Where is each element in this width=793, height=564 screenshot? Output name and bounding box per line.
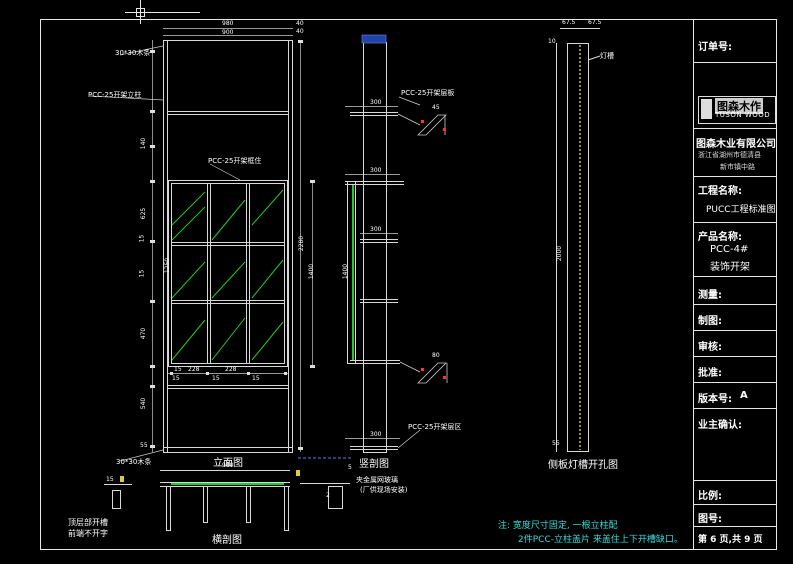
label-view-section: 竖剖图 — [359, 459, 389, 470]
page-info: 第 6 页,共 9 页 — [698, 535, 763, 545]
dim-p2: 45 — [432, 104, 440, 111]
dim-plan-w: 980 — [222, 462, 234, 469]
dim-w2: 900 — [222, 29, 234, 36]
note-line-1: 注: 宽度尺寸固定, 一根立柱配 — [498, 521, 618, 531]
dim-p4: 5 — [348, 464, 352, 471]
dim-h6: 15 — [174, 366, 182, 373]
dim-d4: 300 — [370, 431, 382, 438]
front-elevation — [163, 40, 293, 453]
draw-label: 制图: — [698, 316, 722, 327]
version-value: A — [740, 390, 748, 401]
order-no-label: 订单号: — [698, 42, 732, 53]
side-panel — [556, 28, 601, 452]
product-code: PCC-4# — [710, 244, 749, 255]
label-pcc-shelf: PCC-25开架层板 — [401, 89, 455, 97]
dim-d1: 300 — [370, 99, 382, 106]
dim-v5: 1250 — [164, 257, 172, 274]
label-view-front: 立面图 — [213, 458, 243, 469]
project-name: PUCC工程标准图 — [706, 205, 776, 215]
label-glass-note-2: (厂供现场安装) — [360, 486, 408, 494]
dim-s2: 67.5 — [588, 19, 602, 26]
note-line-2: 2件PCC-立柱盖片 来盖住上下开槽缺口。 — [518, 535, 683, 545]
measure-label: 测量: — [698, 290, 722, 301]
label-pcc-post: PCC-25开架立柱 — [88, 91, 142, 99]
dim-v1: 140 — [140, 137, 148, 150]
dim-d3: 300 — [370, 226, 382, 233]
section-red-marks — [421, 120, 446, 379]
company-address-1: 浙江省湖州市德清县 — [698, 151, 761, 159]
plan-view — [104, 470, 350, 531]
label-pcc-frame: PCC-25开架框住 — [208, 157, 262, 165]
dim-top-h: 40 — [296, 28, 304, 35]
sheet-frame — [40, 19, 777, 550]
crosshair-mark — [125, 0, 200, 24]
dim-v2: 470 — [140, 327, 148, 340]
dim-side-40: 40 — [296, 20, 304, 27]
dim-v6: 540 — [140, 397, 148, 410]
company-logo: 图森木作 TUSON WOOD — [698, 96, 776, 124]
dim-h1: 228 — [188, 366, 200, 373]
label-bottom-note-2: 前端不开字 — [68, 529, 108, 538]
dim-s3: 10 — [548, 38, 556, 45]
dim-v3: 625 — [140, 207, 148, 220]
plan-yellow-marks — [120, 470, 300, 482]
company-name: 图森木业有限公司 — [696, 139, 776, 150]
drawing-no-label: 图号: — [698, 514, 722, 525]
product-name: 装饰开架 — [710, 262, 750, 273]
label-glass-note-1: 夹金属网玻璃 — [356, 476, 398, 484]
dim-h3: 15 — [172, 375, 180, 382]
dim-v8: 15 — [138, 269, 146, 278]
glass-hatch — [171, 189, 284, 361]
label-pcc-bottom: PCC-25开架层区 — [408, 423, 462, 431]
owner-confirm-label: 业主确认: — [698, 420, 742, 431]
label-light-slot: 灯槽 — [600, 52, 614, 60]
logo-cn: 图森木作 — [715, 98, 763, 114]
project-label: 工程名称: — [698, 186, 742, 197]
review-label: 审核: — [698, 342, 722, 353]
dim-v14: 2280 — [298, 235, 306, 252]
section-top-cap — [361, 34, 387, 44]
label-view-side: 侧板灯槽开孔图 — [548, 460, 618, 471]
logo-en: TUSON WOOD — [715, 111, 771, 119]
dim-v7: 15 — [138, 234, 146, 243]
label-wood-top: 30*30木条 — [115, 49, 151, 57]
dim-d2: 300 — [370, 167, 382, 174]
scale-label: 比例: — [698, 491, 722, 502]
dim-h5: 15 — [252, 375, 260, 382]
label-bottom-note-1: 顶层部开槽 — [68, 518, 108, 527]
dim-p1: 80 — [432, 352, 440, 359]
dim-v12: 55 — [552, 440, 560, 447]
approve-label: 批准: — [698, 368, 722, 379]
front-leaders — [89, 45, 241, 462]
front-dim-ticks — [150, 40, 315, 450]
logo-mark-icon — [701, 99, 712, 119]
company-address-2: 新市镇中路 — [720, 163, 755, 171]
dim-h4: 15 — [212, 375, 220, 382]
dim-v11: 55 — [140, 442, 148, 449]
label-wood-bottom: 30*30木条 — [116, 458, 152, 466]
dim-w1: 980 — [222, 20, 234, 27]
label-view-plan: 横剖图 — [212, 535, 242, 546]
version-label: 版本号: — [698, 394, 732, 405]
dim-h2: 228 — [225, 366, 237, 373]
product-label: 产品名称: — [698, 232, 742, 243]
dim-v4: 1400 — [308, 263, 316, 280]
dim-p3: 2 — [326, 492, 330, 499]
dim-s1: 67.5 — [562, 19, 576, 26]
dim-v4b: 1400 — [342, 263, 350, 280]
section-details — [345, 96, 448, 449]
dim-p5: 15 — [106, 476, 114, 483]
dim-v13: 2000 — [556, 245, 564, 262]
